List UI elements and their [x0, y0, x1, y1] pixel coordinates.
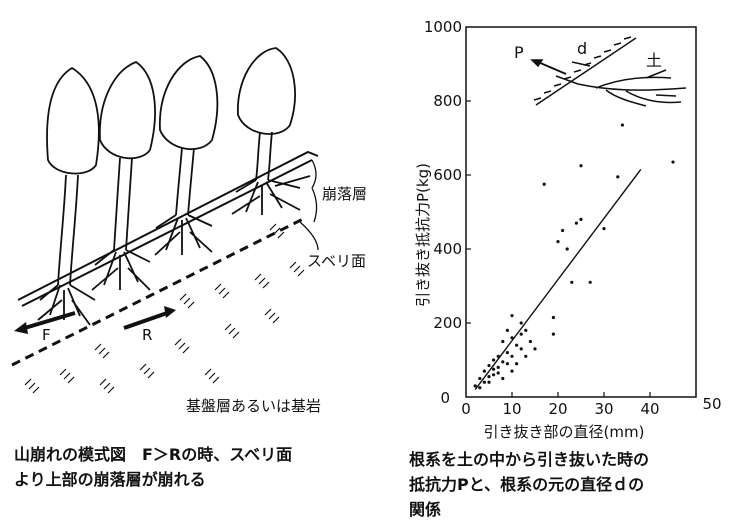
x-tick-label: 0: [461, 400, 471, 418]
data-point: [510, 314, 514, 318]
data-point: [551, 332, 555, 336]
data-point: [515, 343, 519, 347]
data-point: [551, 315, 555, 320]
data-point: [478, 386, 482, 390]
data-point: [519, 332, 523, 336]
caption-line: より上部の崩落層が崩れる: [14, 470, 206, 489]
tree: [91, 60, 156, 291]
landslide-diagram: [11, 47, 319, 394]
data-point: [671, 160, 675, 164]
data-point: [487, 363, 491, 368]
data-point: [492, 373, 496, 377]
data-point: [524, 354, 528, 358]
y-tick-label: 200: [433, 314, 462, 332]
tree: [154, 55, 219, 256]
collapse-layer-bracket: [311, 159, 318, 223]
y-tick-label: 800: [433, 92, 462, 110]
data-points: [473, 123, 675, 390]
slip-surface-line: [11, 216, 306, 367]
x-axis-title: 引き抜き部の直径(mm): [484, 423, 645, 441]
trend-line: [474, 169, 642, 391]
y-tick-label: 1000: [424, 18, 462, 36]
tree: [231, 47, 311, 215]
inset-p-label: P: [514, 43, 524, 62]
caption-line: 抵抗力Pと、根系の元の直径ｄの: [409, 475, 645, 494]
data-point: [501, 339, 505, 344]
y-tick-label: 600: [433, 166, 462, 184]
chart-caption: 根系を土の中から引き抜いた時の 抵抗力Pと、根系の元の直径ｄの 関係: [409, 447, 739, 522]
data-point: [492, 367, 496, 371]
slip-surface-label: スベリ面: [307, 252, 366, 270]
data-point: [620, 123, 624, 127]
plot-border: [465, 26, 697, 398]
inset-soil-label: 土: [646, 51, 662, 70]
data-point: [487, 380, 491, 384]
data-point: [574, 221, 578, 225]
plot-frame: [465, 26, 697, 398]
caption-line: 山崩れの模式図 F＞Rの時、スベリ面: [14, 445, 293, 464]
data-point: [492, 358, 496, 362]
origin-label: 0: [440, 389, 450, 407]
force-f-arrowhead: [14, 322, 28, 334]
caption-line: 根系を土の中から引き抜いた時の: [409, 450, 650, 469]
data-point: [519, 347, 523, 351]
caption-line: 関係: [409, 500, 442, 519]
x-tick-label: 50: [702, 395, 721, 413]
data-point: [524, 328, 528, 332]
pullout-chart: 0 10 20 30 40 50 200 400 600 800 1000 0 P d 土 引き抜き…: [414, 18, 722, 441]
data-point: [478, 376, 482, 381]
force-f-label: F: [42, 326, 51, 344]
data-point: [616, 175, 620, 179]
data-point: [510, 369, 514, 373]
x-tick-label: 10: [502, 400, 521, 418]
data-point: [473, 384, 477, 388]
data-point: [542, 182, 546, 186]
inset-d-label: d: [577, 39, 587, 58]
data-point: [496, 365, 500, 369]
data-point: [602, 227, 606, 231]
force-r-arrow: [123, 310, 171, 330]
collapse-layer-label: 崩落層: [322, 185, 368, 203]
x-axis-ticks: 0 10 20 30 40 50: [461, 392, 722, 418]
x-tick-label: 20: [548, 400, 567, 418]
bedrock-hatching: [24, 223, 305, 394]
slip-surface-leader: [299, 221, 319, 251]
data-point: [510, 354, 514, 358]
force-r-arrowhead: [164, 306, 176, 318]
landslide-caption: 山崩れの模式図 F＞Rの時、スベリ面 より上部の崩落層が崩れる: [14, 442, 394, 492]
data-point: [501, 376, 505, 381]
data-point: [579, 217, 583, 221]
data-point: [579, 164, 583, 168]
y-tick-label: 400: [433, 240, 462, 258]
tree: [37, 66, 100, 326]
data-point: [496, 371, 500, 375]
data-point: [505, 362, 509, 366]
data-point: [501, 360, 505, 364]
data-point: [487, 375, 491, 379]
data-point: [482, 380, 486, 384]
y-axis-ticks: 200 400 600 800 1000 0: [424, 18, 471, 407]
data-point: [505, 328, 509, 332]
force-r-label: R: [142, 326, 153, 344]
data-point: [556, 240, 560, 244]
y-axis-title: 引き抜き抵抗力P(kg): [414, 163, 432, 307]
data-point: [528, 339, 532, 344]
data-point: [588, 280, 592, 284]
data-point: [482, 369, 486, 373]
x-tick-label: 40: [640, 400, 659, 418]
data-point: [533, 347, 537, 351]
force-f-arrow: [17, 311, 76, 332]
data-point: [565, 247, 569, 251]
data-point: [515, 362, 519, 366]
data-point: [519, 321, 523, 325]
inset-root-diagram: [530, 36, 687, 107]
x-tick-label: 30: [594, 400, 613, 418]
trend-line-group: [474, 169, 642, 391]
data-point: [570, 280, 574, 284]
bedrock-label: 基盤層あるいは基岩: [186, 397, 322, 415]
data-point: [505, 351, 509, 355]
data-point: [561, 228, 565, 233]
